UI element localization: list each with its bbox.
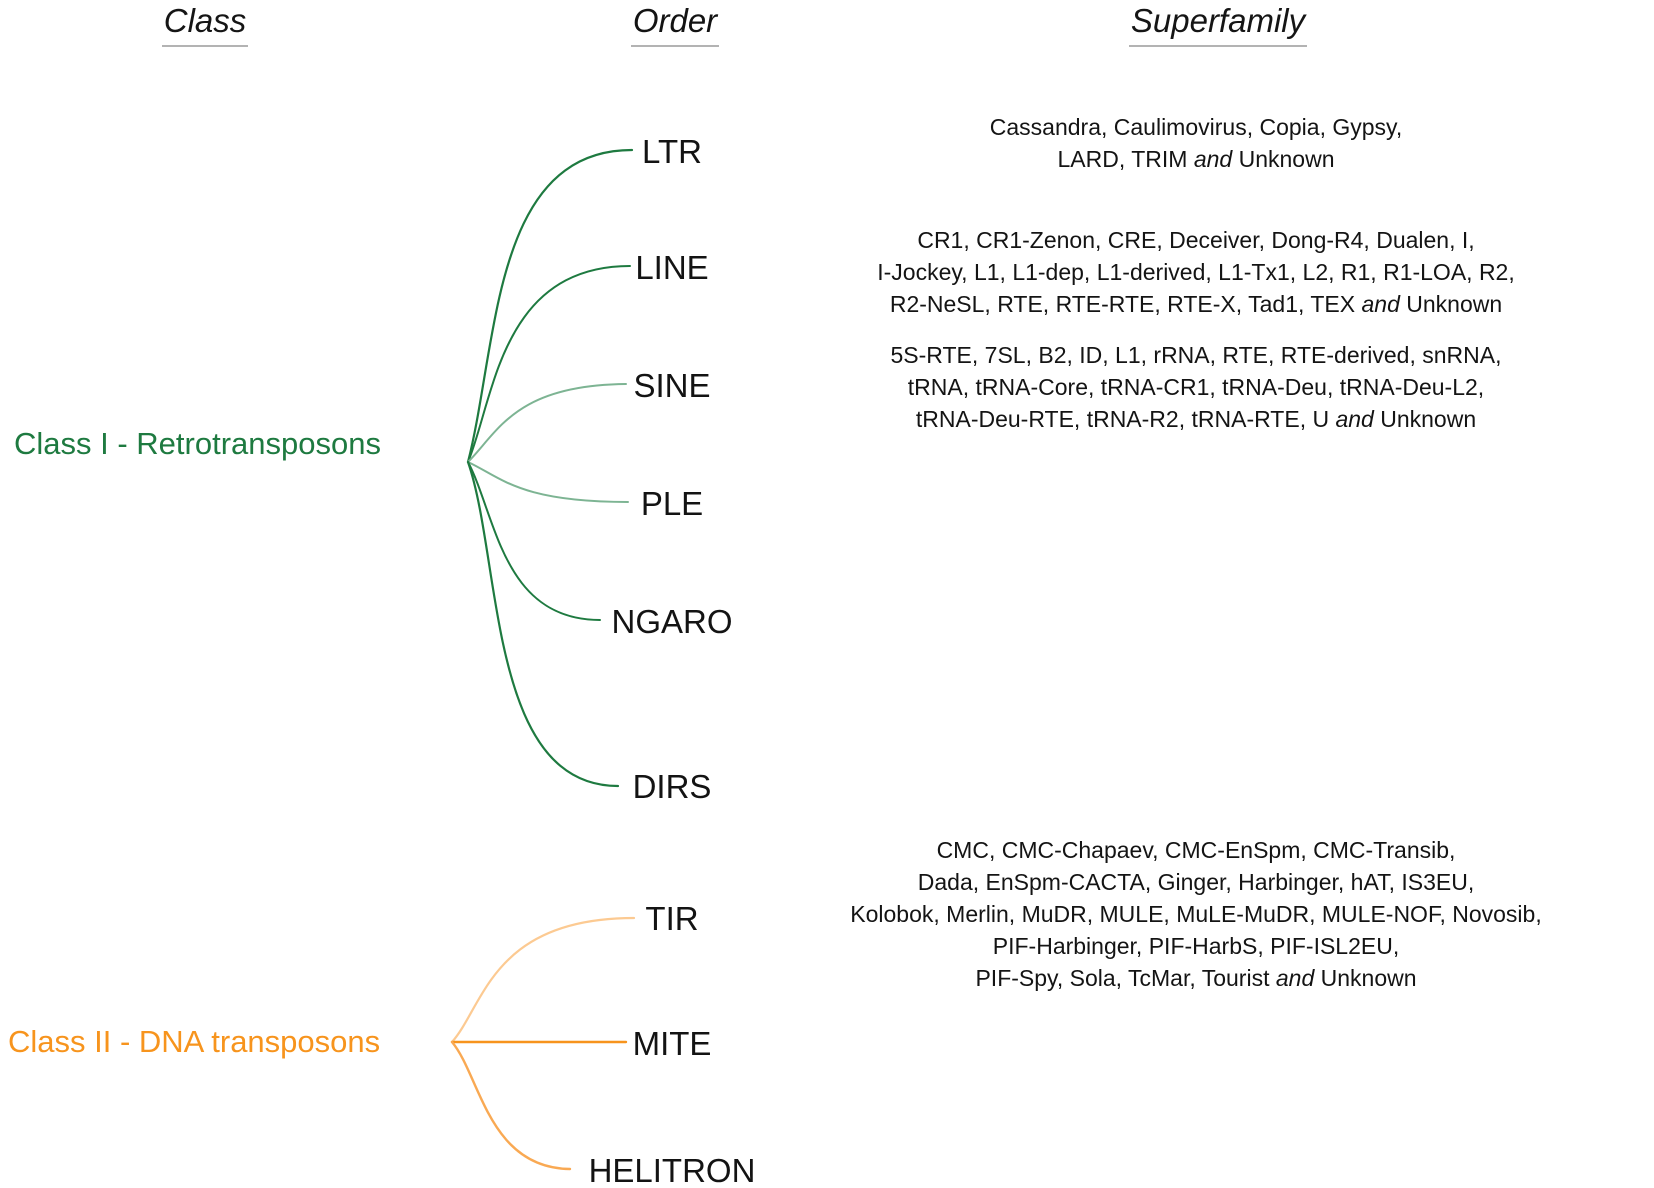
order-label-ple: PLE [640,485,704,522]
column-header-class: Class [115,2,295,47]
order-label-ltr: LTR [642,133,702,170]
order-label-helitron: HELITRON [588,1152,756,1188]
curve-class1-ngaro [467,461,601,621]
superfamily-list-line: CR1, CR1-Zenon, CRE, Deceiver, Dong-R4, … [877,227,1515,317]
curve-class1-sine [467,383,627,463]
order-label-ngaro: NGARO [611,603,733,640]
order-label-mite: MITE [632,1025,712,1062]
order-label-tir: TIR [645,900,699,937]
superfamily-list-sine: 5S-RTE, 7SL, B2, ID, L1, rRNA, RTE, RTE-… [890,342,1502,432]
superfamily-list-tir: CMC, CMC-Chapaev, CMC-EnSpm, CMC-Transib… [850,837,1542,991]
order-label-dirs: DIRS [632,768,712,805]
curve-class2-helitron [450,1040,572,1171]
order-label-sine: SINE [633,367,711,404]
superfamily-list-ltr: Cassandra, Caulimovirus, Copia, Gypsy,LA… [989,114,1403,172]
order-label-line: LINE [635,249,709,286]
column-header-order: Order [515,2,835,47]
curve-class1-line [467,265,631,463]
curve-class1-dirs [466,460,620,788]
column-header-superfamily-text: Superfamily [1128,2,1308,47]
column-header-superfamily: Superfamily [1028,2,1408,47]
class1-label: Class I - Retrotransposons [14,426,381,461]
class2-label: Class II - DNA transposons [8,1024,381,1059]
column-header-class-text: Class [161,2,249,47]
curve-class1-ple [467,461,629,503]
curve-class2-tir [450,916,636,1044]
column-header-order-text: Order [630,2,720,47]
curve-class1-ltr [466,148,634,464]
